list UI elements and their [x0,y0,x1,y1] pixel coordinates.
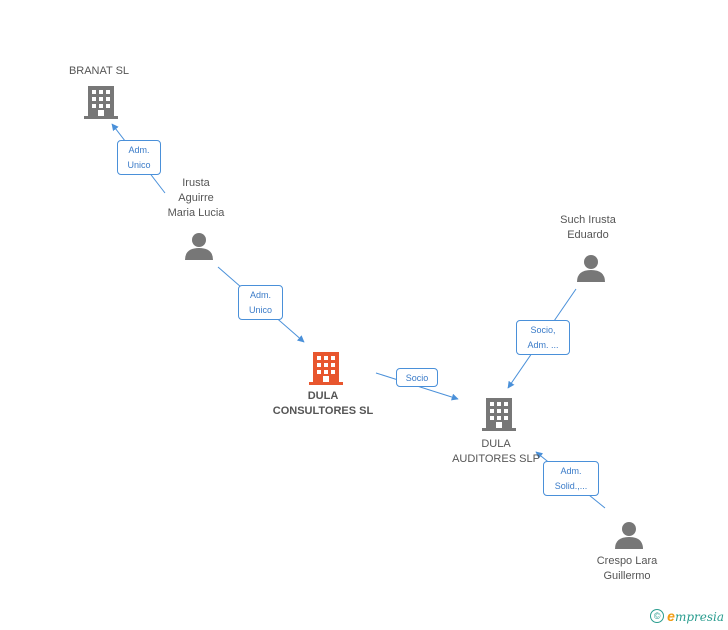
node-label-line: Eduardo [567,229,609,241]
node-label-line: Crespo Lara [596,555,658,567]
relation-label-line: Adm. [249,290,271,300]
node-label-line: Aguirre [178,192,214,204]
person-icon[interactable] [614,520,644,550]
node-label-line: AUDITORES SLP [452,453,540,465]
relation-label-line: Adm. [128,145,150,155]
brand-letter: e [667,608,675,624]
person-icon[interactable] [184,231,214,261]
relation-label-such-auditores[interactable]: Socio, Adm. ... [516,320,570,355]
brand-logo: empresia [667,608,724,624]
node-label-line: DULA [481,438,511,450]
relation-label-line: Unico [248,305,272,315]
relation-label-line: Adm. [560,466,582,476]
relation-label-line: Socio, [530,325,556,335]
footer-brand: © empresia [650,608,724,624]
building-icon[interactable] [309,351,343,385]
brand-text: mpresia [674,610,724,624]
node-label-line: Maria Lucia [167,207,225,219]
relation-label-line: Unico [127,160,151,170]
node-label-line: Irusta [182,177,210,189]
node-label-dula-auditores[interactable]: DULA AUDITORES SLP [446,437,546,467]
node-label-line: Guillermo [603,570,651,582]
node-label-line: DULA [307,390,339,402]
relation-label-irusta-dula-consultores[interactable]: Adm. Unico [238,285,283,320]
relation-label-line: Solid.,... [554,481,588,491]
copyright-icon: © [650,609,665,623]
relation-label-line: Adm. ... [527,340,559,350]
node-label-dula-consultores[interactable]: DULA CONSULTORES SL [263,389,383,419]
node-label-line: Such Irusta [560,214,616,226]
person-icon[interactable] [576,253,606,283]
building-icon[interactable] [482,397,516,431]
building-icon[interactable] [84,85,118,119]
node-label-such[interactable]: Such Irusta Eduardo [538,213,638,243]
node-label-line: BRANAT SL [68,65,130,77]
node-label-irusta[interactable]: Irusta Aguirre Maria Lucia [146,176,246,221]
node-label-line: CONSULTORES SL [272,405,374,417]
relation-label-irusta-branat[interactable]: Adm. Unico [117,140,161,175]
node-label-crespo[interactable]: Crespo Lara Guillermo [577,554,677,584]
relation-label-dula-auditores[interactable]: Socio [396,368,438,387]
relation-label-line: Socio [405,373,429,383]
relation-label-crespo-auditores[interactable]: Adm. Solid.,... [543,461,599,496]
node-label-branat[interactable]: BRANAT SL [49,64,149,79]
